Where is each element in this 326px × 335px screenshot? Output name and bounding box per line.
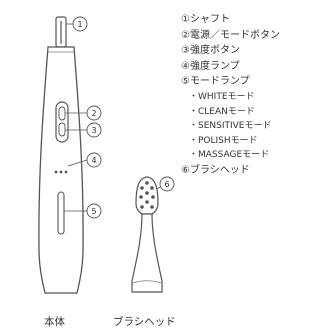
callout-3-number: 3 bbox=[91, 126, 96, 135]
callout-2-number: 2 bbox=[91, 109, 96, 118]
brush-head bbox=[131, 176, 163, 293]
legend-item-strength-button: ③強度ボタン bbox=[181, 45, 240, 57]
callout-5-number: 5 bbox=[91, 207, 96, 216]
strength-lamps bbox=[54, 170, 68, 174]
mode-list-item-sensitive: ・SENSITIVEモード bbox=[189, 121, 272, 132]
legend-item-mode-lamp: ⑤モードランプ bbox=[181, 76, 250, 88]
legend-item-brush-head: ⑥ブラシヘッド bbox=[181, 164, 250, 176]
mode-list-item-polish: ・POLISHモード bbox=[189, 135, 258, 146]
caption-body: 本体 bbox=[44, 316, 65, 328]
caption-brush-head: ブラシヘッド bbox=[113, 316, 176, 328]
parts-legend: ①シャフト ②電源／モードボタン ③強度ボタン ④強度ランプ ⑤モードランプ ・… bbox=[181, 12, 325, 179]
leader-line-4 bbox=[67, 159, 88, 167]
legend-item-power-mode-button: ②電源／モードボタン bbox=[181, 29, 280, 41]
handle-body bbox=[38, 46, 84, 294]
legend-item-strength-lamp: ④強度ランプ bbox=[181, 60, 240, 72]
mode-list-item-massage: ・MASSAGEモード bbox=[189, 150, 270, 161]
strength-button bbox=[58, 122, 66, 137]
shaft bbox=[55, 16, 67, 48]
callout-1-number: 1 bbox=[77, 20, 82, 29]
mode-list-item-white: ・WHITEモード bbox=[189, 91, 255, 102]
callout-6-number: 6 bbox=[164, 180, 169, 189]
power-mode-button bbox=[58, 106, 66, 121]
legend-item-shaft: ①シャフト bbox=[181, 14, 230, 25]
callout-4-number: 4 bbox=[91, 156, 96, 165]
mode-lamp bbox=[57, 191, 65, 235]
mode-list-item-clean: ・CLEANモード bbox=[189, 106, 255, 117]
